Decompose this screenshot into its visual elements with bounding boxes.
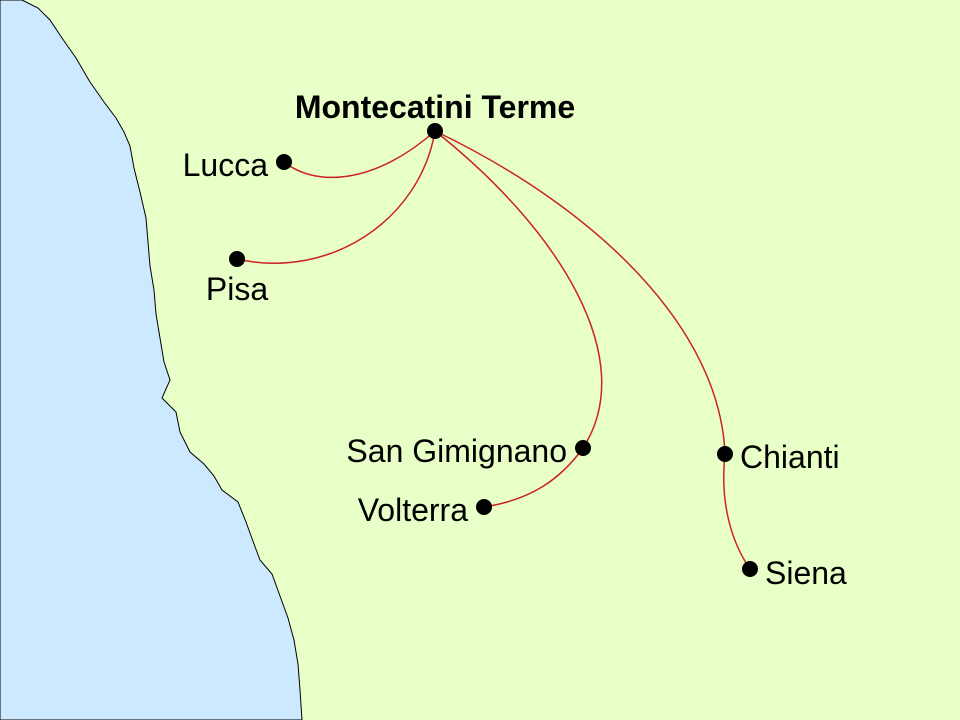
- lucca-marker[interactable]: [276, 154, 292, 170]
- san-gimignano-marker[interactable]: [575, 440, 591, 456]
- volterra-label: Volterra: [358, 492, 468, 528]
- route-montecatini-san-gimignano: [434, 130, 603, 449]
- route-montecatini-lucca: [283, 130, 436, 179]
- route-san-gimignano-volterra: [483, 447, 584, 508]
- chianti-marker[interactable]: [717, 446, 733, 462]
- volterra-marker[interactable]: [476, 499, 492, 515]
- route-montecatini-chianti: [434, 130, 726, 455]
- sea-area: [0, 0, 303, 720]
- hub-label: Montecatini Terme: [295, 89, 575, 125]
- pisa-marker[interactable]: [229, 251, 245, 267]
- place-markers: [229, 123, 758, 577]
- route-chianti-siena: [722, 453, 751, 570]
- siena-label: Siena: [765, 555, 847, 591]
- pisa-label: Pisa: [206, 271, 268, 307]
- route-lines: [236, 130, 751, 570]
- hub-marker[interactable]: [427, 123, 443, 139]
- place-labels: Montecatini Terme Lucca Pisa San Gimigna…: [183, 89, 847, 591]
- route-montecatini-pisa: [236, 130, 436, 264]
- san-gimignano-label: San Gimignano: [346, 433, 567, 469]
- lucca-label: Lucca: [183, 147, 269, 183]
- chianti-label: Chianti: [740, 439, 840, 475]
- siena-marker[interactable]: [742, 561, 758, 577]
